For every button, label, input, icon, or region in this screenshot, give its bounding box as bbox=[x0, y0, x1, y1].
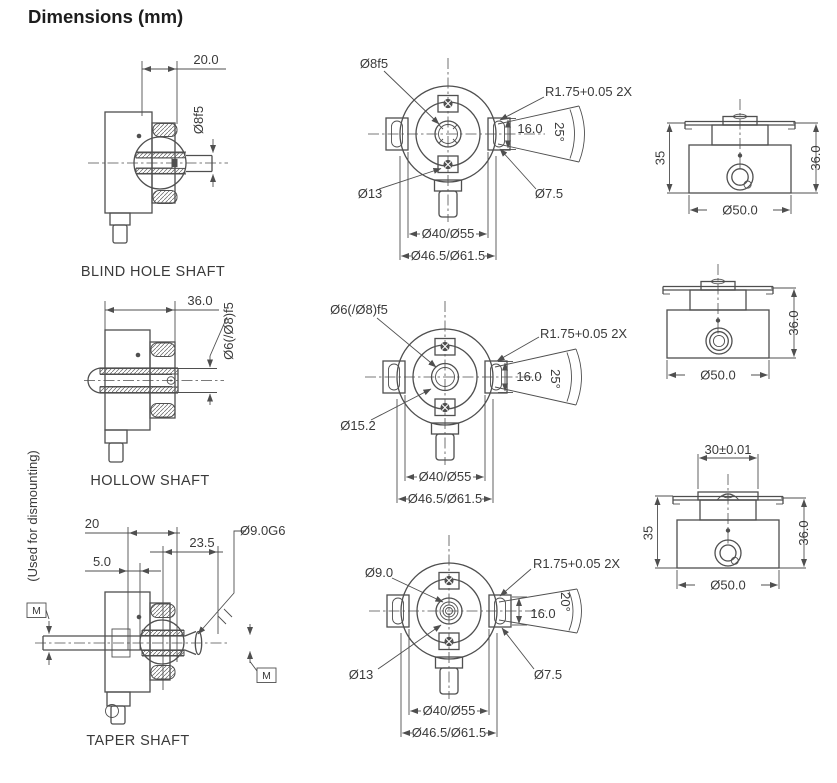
d20-label: 20 bbox=[85, 516, 99, 531]
d152-label: Ø15.2 bbox=[340, 418, 375, 433]
rear-view-base bbox=[673, 474, 806, 589]
shaft-dia-label: Ø6(/Ø8)f5 bbox=[330, 302, 388, 317]
hollow-bore bbox=[430, 362, 460, 392]
clamp-lobe bbox=[150, 665, 176, 680]
dismount-bolt-head bbox=[111, 628, 131, 658]
connector bbox=[104, 429, 128, 444]
connector-stub bbox=[108, 442, 124, 463]
page-title: Dimensions (mm) bbox=[28, 6, 184, 27]
taper-shaft-front-view: Ø9.0 R1.75+0.05 2X 16.0 20° Ø13 Ø7.5 Ø40… bbox=[349, 535, 620, 740]
height-dim-label: 16.0 bbox=[530, 606, 555, 621]
clamp-lobe bbox=[152, 190, 178, 204]
cable-curl bbox=[105, 704, 119, 718]
shaft-dia-label: Ø9.0 bbox=[365, 565, 393, 580]
shaft-hub-circle bbox=[139, 619, 185, 665]
height-dim-label: 16.0 bbox=[516, 369, 541, 384]
height36-label: 36.0 bbox=[796, 520, 811, 545]
blind-hole-shaft-side-view: 20.0 Ø8f5 bbox=[81, 52, 228, 280]
d5-label: 5.0 bbox=[93, 554, 111, 569]
shaft-dia-label: Ø8f5 bbox=[360, 56, 388, 71]
radius-label: R1.75+0.05 2X bbox=[540, 326, 627, 341]
view-caption: HOLLOW SHAFT bbox=[90, 473, 209, 489]
bolt-circle-dim: Ø40/Ø55 bbox=[423, 703, 476, 718]
connector-stub bbox=[110, 705, 126, 725]
radius-label: R1.75+0.05 2X bbox=[545, 84, 632, 99]
view-caption: TAPER SHAFT bbox=[86, 733, 189, 749]
connector bbox=[109, 212, 131, 226]
datum-letter: M bbox=[262, 670, 271, 682]
flange-dim: Ø46.5/Ø61.5 bbox=[408, 491, 482, 506]
body-outline bbox=[104, 111, 153, 214]
connector-pin bbox=[743, 180, 752, 189]
d75-label: Ø7.5 bbox=[535, 186, 563, 201]
dimension-lines bbox=[104, 301, 228, 405]
dimension-lines bbox=[141, 61, 226, 187]
angle-label: 25° bbox=[552, 122, 567, 142]
bore-cross-marks bbox=[438, 124, 458, 144]
connector bbox=[106, 691, 131, 707]
leader-lines bbox=[378, 70, 545, 190]
dismounting-note: (Used for dismounting) bbox=[25, 450, 40, 582]
angle-label: 25° bbox=[548, 369, 563, 389]
taper-shaft-side-view: (Used for dismounting) 20 bbox=[25, 450, 286, 749]
shaft-dia-label: Ø8f5 bbox=[191, 106, 206, 134]
blind-hole-shaft-front-view: Ø8f5 R1.75+0.05 2X 16.0 25° Ø13 Ø7.5 Ø40… bbox=[358, 56, 633, 263]
view-caption: BLIND HOLE SHAFT bbox=[81, 264, 225, 280]
connector-stub bbox=[112, 224, 128, 244]
height35-label: 35 bbox=[653, 151, 668, 165]
d13-label: Ø13 bbox=[349, 667, 374, 682]
flange-dim: Ø46.5/Ø61.5 bbox=[412, 725, 486, 740]
angle-wedge bbox=[498, 588, 582, 634]
taper-shaft-rear-view: 30±0.01 35 36.0 Ø50.0 bbox=[641, 442, 812, 593]
top-dim-label: 30±0.01 bbox=[705, 442, 752, 457]
dia50-label: Ø50.0 bbox=[710, 578, 745, 593]
blind-hole-shaft-rear-view: 35 36.0 Ø50.0 bbox=[653, 99, 823, 218]
height36-label: 36.0 bbox=[808, 145, 823, 170]
bolt-circle-dim: Ø40/Ø55 bbox=[422, 226, 475, 241]
leader-lines bbox=[377, 568, 535, 670]
shaft-dia-label: Ø6(/Ø8)f5 bbox=[221, 302, 236, 360]
shaft-bore bbox=[434, 120, 462, 148]
top-dim bbox=[697, 454, 759, 489]
body-outline bbox=[104, 329, 151, 431]
clamp-lobe bbox=[150, 403, 176, 418]
dia50-label: Ø50.0 bbox=[722, 203, 757, 218]
shaft-dia-label: Ø9.0G6 bbox=[240, 523, 286, 538]
encoder-body bbox=[35, 591, 230, 725]
hollow-shaft-front-view: Ø6(/Ø8)f5 R1.75+0.05 2X 16.0 25° Ø15.2 Ø… bbox=[330, 301, 627, 506]
hollow-shaft-side-view: 36.0 Ø6(/Ø8)f5 bbox=[84, 293, 236, 489]
connector-pin bbox=[730, 556, 739, 565]
height35-label: 35 bbox=[641, 526, 656, 540]
connector-ring bbox=[714, 539, 742, 567]
angle-label: 20° bbox=[558, 592, 573, 612]
flange-dim: Ø46.5/Ø61.5 bbox=[411, 248, 485, 263]
taper-bore bbox=[435, 597, 463, 625]
connector-ring bbox=[726, 163, 754, 191]
d75-label: Ø7.5 bbox=[534, 667, 562, 682]
angle-wedge bbox=[494, 348, 582, 406]
bolt-circle-dim: Ø40/Ø55 bbox=[419, 469, 472, 484]
encoder-body bbox=[84, 329, 224, 463]
connector-ring bbox=[705, 327, 733, 355]
width-dim-label: 36.0 bbox=[187, 293, 212, 308]
clamp-lobe bbox=[152, 123, 178, 137]
d235-label: 23.5 bbox=[189, 535, 214, 550]
datum-letter: M bbox=[32, 605, 41, 617]
height36-label: 36.0 bbox=[786, 310, 801, 335]
radius-label: R1.75+0.05 2X bbox=[533, 556, 620, 571]
angle-wedge bbox=[497, 105, 585, 163]
leader-lines bbox=[370, 317, 540, 421]
dia50-label: Ø50.0 bbox=[700, 368, 735, 383]
height-dim-label: 16.0 bbox=[517, 121, 542, 136]
hollow-shaft-rear-view: 36.0 Ø50.0 bbox=[663, 264, 801, 383]
clamp-lobe bbox=[150, 603, 176, 618]
width-dim-label: 20.0 bbox=[193, 52, 218, 67]
datum-m-left: M bbox=[26, 602, 53, 665]
clamp-lobe bbox=[150, 342, 176, 357]
datum-m-right: M bbox=[246, 624, 277, 683]
d13-label: Ø13 bbox=[358, 186, 383, 201]
encoder-body bbox=[88, 111, 228, 244]
